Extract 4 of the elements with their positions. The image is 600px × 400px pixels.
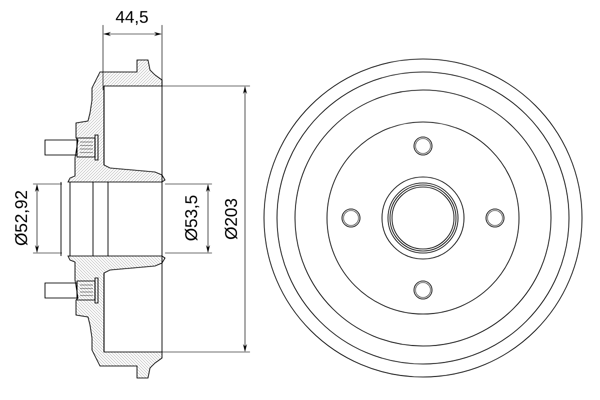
dimension-label: 44,5 xyxy=(116,11,148,25)
dimension-label: Ø203 xyxy=(224,198,238,240)
dimension-label: Ø52,92 xyxy=(14,190,30,246)
dimension-label: Ø53,5 xyxy=(184,196,200,241)
